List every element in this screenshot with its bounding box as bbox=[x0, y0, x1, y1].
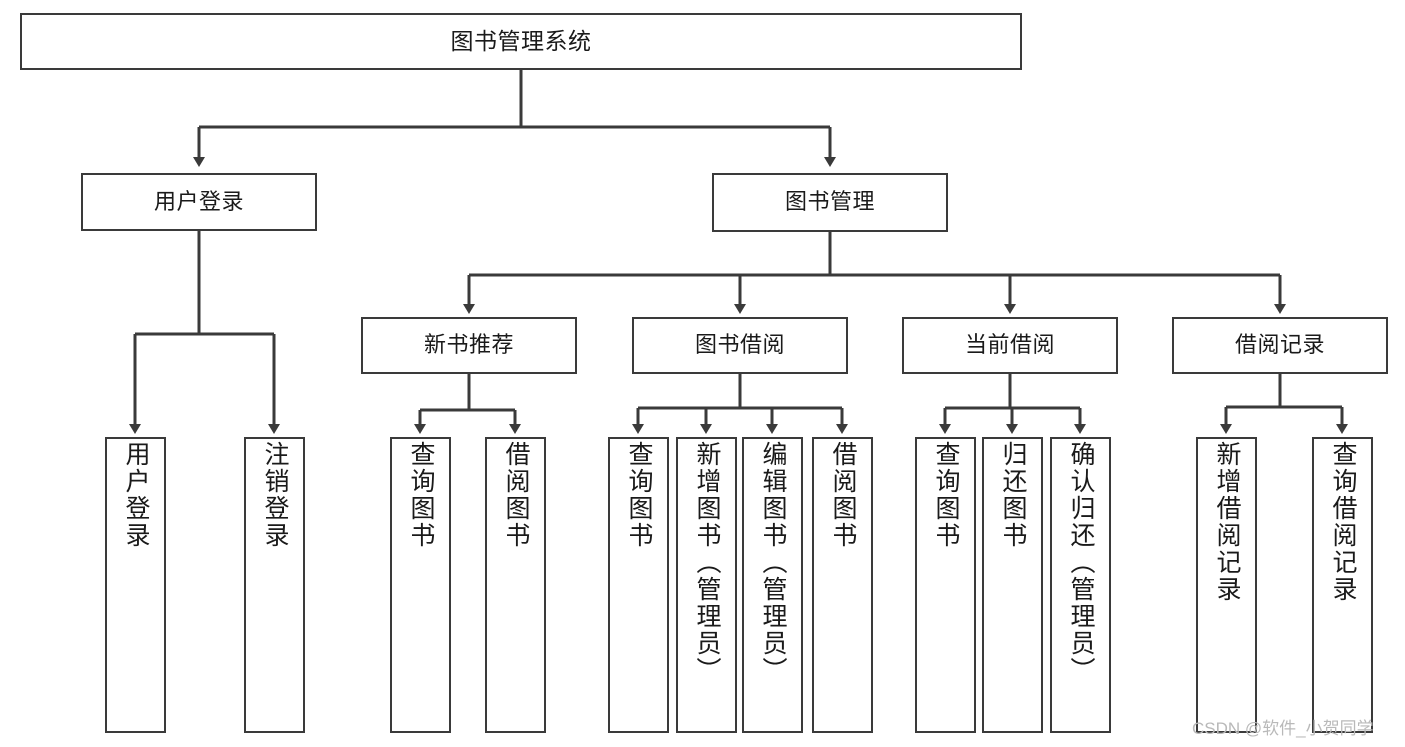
node-label: 用户登录 bbox=[122, 441, 150, 549]
leaf-new-book-search[interactable]: 查询图书 bbox=[390, 437, 451, 733]
node-new-book-recommendation[interactable]: 新书推荐 bbox=[361, 317, 577, 374]
leaf-current-borrow-return[interactable]: 归还图书 bbox=[982, 437, 1043, 733]
node-label: 借阅图书 bbox=[502, 441, 530, 549]
leaf-book-borrow-edit[interactable]: 编辑图书（管理员） bbox=[742, 437, 803, 733]
node-label: 图书管理系统 bbox=[450, 27, 592, 54]
node-label: 借阅图书 bbox=[829, 441, 857, 549]
leaf-book-borrow-add[interactable]: 新增图书（管理员） bbox=[676, 437, 737, 733]
leaf-user-login-signin[interactable]: 用户登录 bbox=[105, 437, 166, 733]
node-book-management[interactable]: 图书管理 bbox=[712, 173, 948, 232]
node-label: 查询图书 bbox=[932, 441, 960, 549]
node-label: 新增图书（管理员） bbox=[693, 441, 721, 684]
node-root-book-management-system[interactable]: 图书管理系统 bbox=[20, 13, 1022, 70]
leaf-current-borrow-search[interactable]: 查询图书 bbox=[915, 437, 976, 733]
leaf-book-borrow-search[interactable]: 查询图书 bbox=[608, 437, 669, 733]
node-label: 编辑图书（管理员） bbox=[759, 441, 787, 684]
node-label: 图书借阅 bbox=[694, 332, 785, 358]
csdn-watermark: CSDN @软件_小贺同学 bbox=[1192, 719, 1374, 738]
leaf-book-borrow-borrow[interactable]: 借阅图书 bbox=[812, 437, 873, 733]
node-label: 注销登录 bbox=[261, 441, 289, 549]
node-current-borrow[interactable]: 当前借阅 bbox=[902, 317, 1118, 374]
node-user-login[interactable]: 用户登录 bbox=[81, 173, 317, 231]
leaf-borrow-record-search[interactable]: 查询借阅记录 bbox=[1312, 437, 1373, 733]
node-borrow-record[interactable]: 借阅记录 bbox=[1172, 317, 1388, 374]
leaf-borrow-record-add[interactable]: 新增借阅记录 bbox=[1196, 437, 1257, 733]
node-label: 查询图书 bbox=[407, 441, 435, 549]
node-label: 查询借阅记录 bbox=[1329, 441, 1357, 603]
leaf-current-borrow-confirm-return[interactable]: 确认归还（管理员） bbox=[1050, 437, 1111, 733]
node-label: 查询图书 bbox=[625, 441, 653, 549]
leaf-user-login-signout[interactable]: 注销登录 bbox=[244, 437, 305, 733]
node-label: 用户登录 bbox=[153, 188, 244, 214]
node-label: 新增借阅记录 bbox=[1213, 441, 1241, 603]
node-label: 确认归还（管理员） bbox=[1067, 441, 1095, 684]
leaf-new-book-borrow[interactable]: 借阅图书 bbox=[485, 437, 546, 733]
node-label: 借阅记录 bbox=[1234, 332, 1325, 358]
node-label: 图书管理 bbox=[784, 189, 875, 215]
node-label: 归还图书 bbox=[999, 441, 1027, 549]
node-book-borrow[interactable]: 图书借阅 bbox=[632, 317, 848, 374]
node-label: 新书推荐 bbox=[423, 332, 514, 358]
node-label: 当前借阅 bbox=[964, 332, 1055, 358]
